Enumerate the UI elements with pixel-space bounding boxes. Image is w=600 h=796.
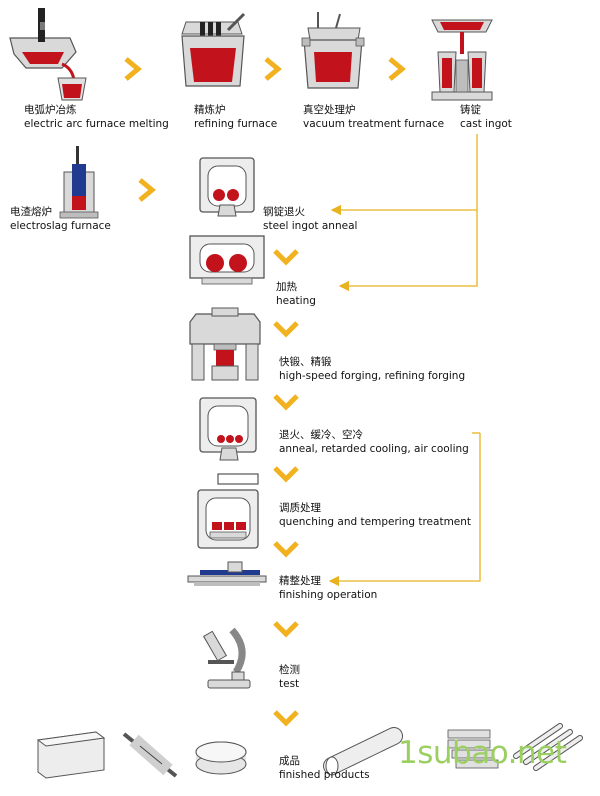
label-zh: 精炼炉 [194,104,226,116]
label-en: finishing operation [279,589,378,601]
label-zh: 退火、缓冷、空冷 [279,429,363,441]
label-zh: 快锻、精锻 [279,356,332,368]
label-eaf: 电弧炉冶炼 electric arc furnace melting [24,103,169,131]
label-refining: 精炼炉 refining furnace [194,103,277,131]
cast-ingot-icon [431,19,493,101]
label-quench: 调质处理 quenching and tempering treatment [279,501,471,529]
chevron-down-icon [273,394,299,411]
chevron-down-icon [273,541,299,558]
label-vacuum: 真空处理炉 vacuum treatment furnace [303,103,444,131]
label-zh: 加热 [276,281,297,293]
label-en: anneal, retarded cooling, air cooling [279,443,469,455]
refining-furnace-icon [181,12,246,87]
finishing-lathe-icon [187,561,267,586]
label-en: cast ingot [460,118,512,130]
ingot-anneal-furnace-icon [199,157,255,217]
chevron-right-icon [138,178,156,202]
label-en: heating [276,295,316,307]
anneal-cooling-furnace-icon [199,397,257,461]
watermark: 1subao.net [398,735,567,771]
label-en: quenching and tempering treatment [279,516,472,528]
eaf-furnace-icon [9,8,87,101]
label-zh: 检测 [279,664,300,676]
label-zh: 钢锭退火 [263,206,305,218]
vacuum-furnace-icon [301,12,365,89]
chevron-down-icon [273,621,299,638]
chevron-down-icon [273,321,299,338]
microscope-icon [202,627,251,689]
chevron-down-icon [273,710,299,727]
label-zh: 成品 [279,755,300,767]
quench-temper-furnace-icon [197,473,259,549]
label-zh: 铸锭 [460,104,481,116]
label-cooling: 退火、缓冷、空冷 anneal, retarded cooling, air c… [279,428,469,456]
label-heating: 加热 heating [276,280,316,308]
chevron-down-icon [273,249,299,266]
label-zh: 电渣熔炉 [10,206,52,218]
product-disc-icon [195,741,247,775]
chevron-right-icon [388,57,406,81]
connector-line [338,134,478,292]
label-test: 检测 test [279,663,300,691]
label-en: test [279,678,300,690]
label-anneal-ingot: 钢锭退火 steel ingot anneal [263,205,357,233]
label-en: electric arc furnace melting [24,118,169,130]
label-zh: 调质处理 [279,502,321,514]
label-cast: 铸锭 cast ingot [460,103,512,131]
chevron-right-icon [124,57,142,81]
label-en: steel ingot anneal [263,220,358,232]
label-products: 成品 finished products [279,754,370,782]
heating-furnace-icon [189,235,265,285]
product-shaft-icon [122,732,178,778]
label-esr: 电渣熔炉 electroslag furnace [10,205,111,233]
product-rods-icon [513,723,583,771]
label-forging: 快锻、精锻 high-speed forging, refining forgi… [279,355,465,383]
product-block-icon [36,731,106,779]
label-zh: 精整处理 [279,575,321,587]
label-en: refining furnace [194,118,278,130]
chevron-down-icon [273,466,299,483]
product-bars-icon [447,729,499,769]
label-en: vacuum treatment furnace [303,118,445,130]
chevron-right-icon [264,57,282,81]
label-en: high-speed forging, refining forging [279,370,466,382]
label-finishing: 精整处理 finishing operation [279,574,377,602]
forging-press-icon [189,307,261,381]
label-en: electroslag furnace [10,220,111,232]
label-en: finished products [279,769,370,781]
label-zh: 真空处理炉 [303,104,356,116]
esr-furnace-icon [59,146,99,219]
connector-line [328,433,481,587]
product-tube-icon [323,727,403,776]
label-zh: 电弧炉冶炼 [24,104,77,116]
